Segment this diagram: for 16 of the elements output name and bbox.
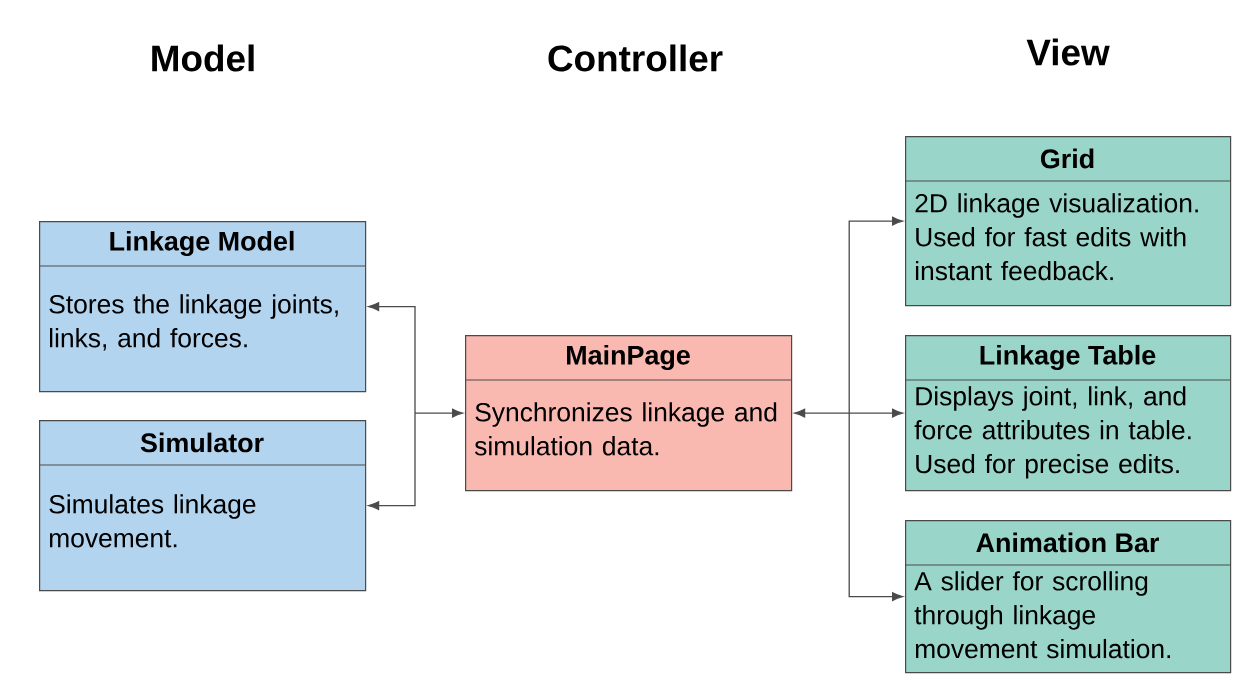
column-heading: View (1026, 38, 1110, 66)
class-box: Grid 2D linkage visualization. Used for fast edits with instant feedback. (904, 136, 1232, 307)
arrow (414, 408, 464, 418)
class-box: Animation Bar A slider for scrolling through linkage movement simulation. (904, 520, 1232, 674)
arrow (848, 408, 904, 418)
arrow (848, 216, 904, 414)
class-box: Linkage Model Stores the linkage joints, links, and forces. (38, 221, 367, 393)
column-heading: Model (152, 44, 254, 72)
class-box: MainPage Synchronizes linkage and simulation data. (464, 335, 793, 492)
class-box: Simulator Simulates linkage movement. (38, 420, 367, 592)
column-heading: Controller (548, 44, 723, 72)
arrow (368, 302, 416, 414)
class-box: Linkage Table Displays joint, link, and force attributes in table. Used for precise edits. (904, 335, 1232, 492)
arrow (848, 412, 904, 602)
arrow (368, 412, 416, 511)
arrow (794, 408, 850, 418)
